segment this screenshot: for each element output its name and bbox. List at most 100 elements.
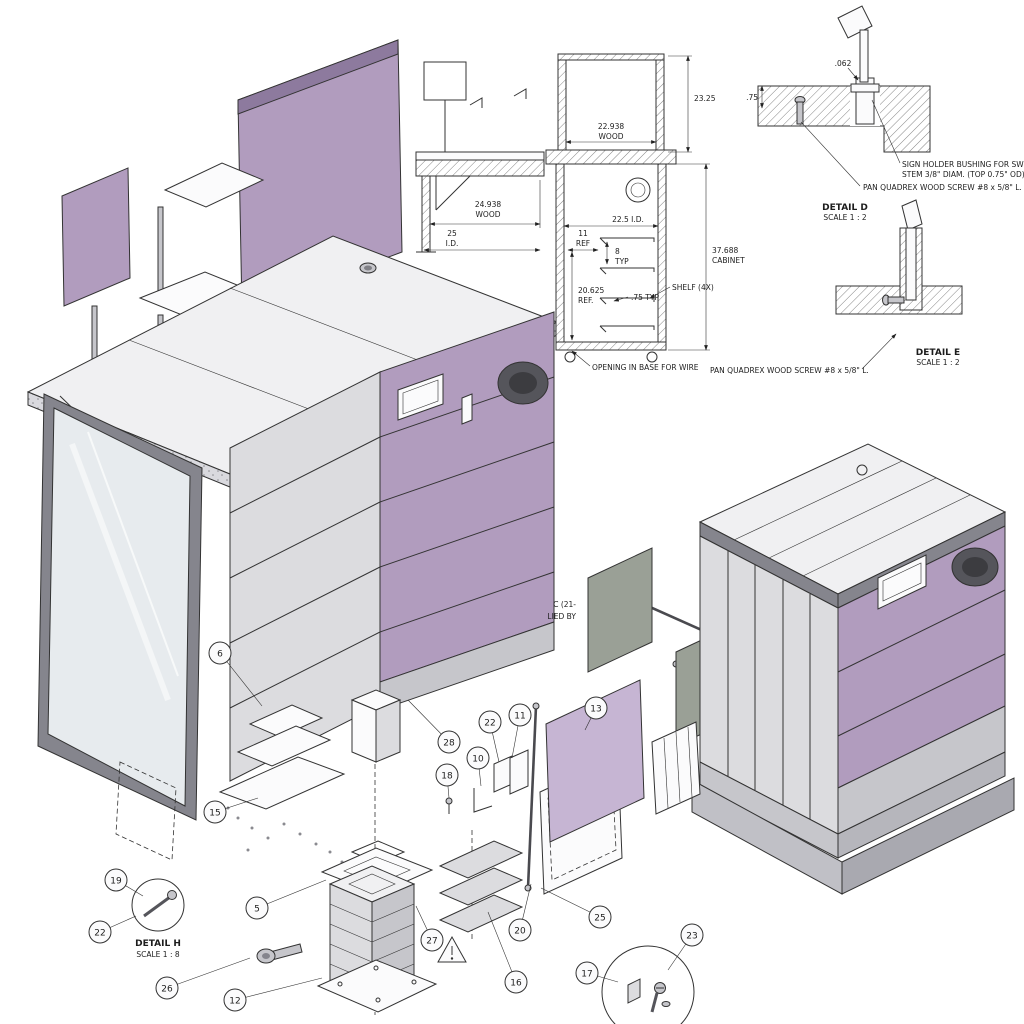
window-cutout <box>397 373 444 421</box>
dim-225id: 22.5 I.D. <box>612 215 644 224</box>
callout-12: 12 <box>223 977 323 1012</box>
warning-triangle-icon <box>437 935 467 963</box>
dim-20625-ref: REF. <box>578 296 593 305</box>
detail-e-channel <box>905 227 917 301</box>
right-window-cutout <box>877 554 927 610</box>
leader-screw-d <box>800 121 861 187</box>
dim-22938-wood: WOOD <box>599 132 624 141</box>
svg-text:17: 17 <box>581 970 592 980</box>
callout-6: 6 <box>208 641 263 707</box>
wall-section <box>421 175 431 253</box>
counter-slab <box>545 149 677 165</box>
angle-mark-1 <box>469 97 483 108</box>
callout-25: 25 <box>540 887 612 929</box>
svg-text:12: 12 <box>229 997 240 1007</box>
left-exploded-view <box>26 39 559 1015</box>
speaker-hole-section <box>625 177 651 203</box>
bottom-detail-circle <box>601 945 695 1024</box>
mirror-glass <box>47 407 191 807</box>
detail-h-title: DETAIL H <box>135 939 181 949</box>
leader-062 <box>847 67 859 81</box>
leader-opening <box>571 350 591 367</box>
svg-text:5: 5 <box>254 905 260 915</box>
lower-wall-left <box>555 163 565 351</box>
dim-75typ: .75 TYP <box>631 293 659 302</box>
column-sleeve <box>350 689 402 763</box>
mirror-streak-2 <box>87 431 179 677</box>
pedestal-exploded-stack <box>256 702 540 1013</box>
detail-h-screw-head <box>167 890 177 900</box>
dim-2325: 23.25 <box>694 94 716 103</box>
detail-e-screw <box>882 294 905 306</box>
right-window-inner <box>882 562 922 602</box>
angle-mark-2 <box>513 88 527 99</box>
right-base-steps <box>691 751 1015 895</box>
base-plate-holes <box>337 965 417 1003</box>
callout-28: 28 <box>407 699 461 754</box>
callout-10: 10 <box>466 746 490 787</box>
upper-wall-right <box>655 53 665 151</box>
callout-22b: 22 <box>478 710 502 763</box>
leader-screw-e <box>861 333 897 370</box>
callout-22a: 22 <box>88 915 137 944</box>
detail-d-title: DETAIL D <box>822 203 868 213</box>
detail-d-view: .062 .75 SIGN HOLDER BUSHING FOR SWEDO S… <box>746 5 1024 222</box>
small-sign-panel <box>61 167 131 307</box>
small-hardware-parts <box>445 749 529 814</box>
svg-text:6: 6 <box>217 650 223 660</box>
fragment-line-2: LIED BY <box>547 612 576 621</box>
detail-d-slab <box>757 85 931 153</box>
svg-text:23: 23 <box>686 932 697 942</box>
dim-22938: 22.938 <box>598 122 624 131</box>
dim-75: .75 <box>746 93 758 102</box>
callout-23: 23 <box>667 923 704 971</box>
svg-text:16: 16 <box>510 979 522 989</box>
svg-text:28: 28 <box>443 739 455 749</box>
detail-e-blade <box>901 199 923 231</box>
right-top-grommet <box>856 464 868 476</box>
callout-11: 11 <box>508 703 532 759</box>
side-section-view: 24.938 WOOD 25 I.D. <box>415 61 545 253</box>
detail-d-bushing-flange <box>850 83 880 93</box>
svg-text:27: 27 <box>426 937 437 947</box>
detail-d-screw <box>794 96 806 125</box>
front-section-view: 23.25 22.938 WOOD 37.688 CABINET 22.5 I.… <box>545 53 745 372</box>
tray-shelf-upper <box>163 162 265 208</box>
callout-15: 15 <box>203 797 259 824</box>
detail-e-title: DETAIL E <box>916 348 960 358</box>
right-top-planks <box>733 460 971 577</box>
svg-text:11: 11 <box>514 712 525 722</box>
bottom-detail-bracket <box>627 978 641 1004</box>
svg-text:18: 18 <box>441 772 453 782</box>
dim-37688: 37.688 <box>712 246 738 255</box>
callout-20: 20 <box>508 883 532 942</box>
detail-h-view: DETAIL H SCALE 1 : 8 <box>131 878 185 959</box>
shelves-section <box>599 237 655 333</box>
dim-25: 25 <box>447 229 457 238</box>
fragment-line-1: C (21- <box>553 600 576 609</box>
svg-text:20: 20 <box>514 927 526 937</box>
leader-shelf <box>649 286 671 299</box>
backer-panel-dashed <box>547 767 617 881</box>
note-opening: OPENING IN BASE FOR WIRE <box>592 363 699 372</box>
mirror-streak-1 <box>69 442 171 702</box>
dim-11-ref: REF <box>576 239 590 248</box>
dim-8-typ: TYP <box>614 257 629 266</box>
large-floating-sign <box>545 679 645 843</box>
dim-37688-cabinet: CABINET <box>712 256 745 265</box>
right-side-planks <box>727 551 811 820</box>
dim-24938-wood: WOOD <box>476 210 501 219</box>
callout-5: 5 <box>245 879 327 920</box>
dim-20625: 20.625 <box>578 286 604 295</box>
dim-8: 8 <box>615 247 620 256</box>
lower-wall-right <box>657 163 667 351</box>
detail-d-scale: SCALE 1 : 2 <box>823 213 866 222</box>
svg-text:10: 10 <box>472 755 484 765</box>
detail-d-sign-stem <box>859 29 869 83</box>
dim-062: .062 <box>835 59 852 68</box>
cabinet-left-slats <box>229 436 381 709</box>
card-slot <box>461 393 473 425</box>
svg-text:13: 13 <box>590 705 601 715</box>
